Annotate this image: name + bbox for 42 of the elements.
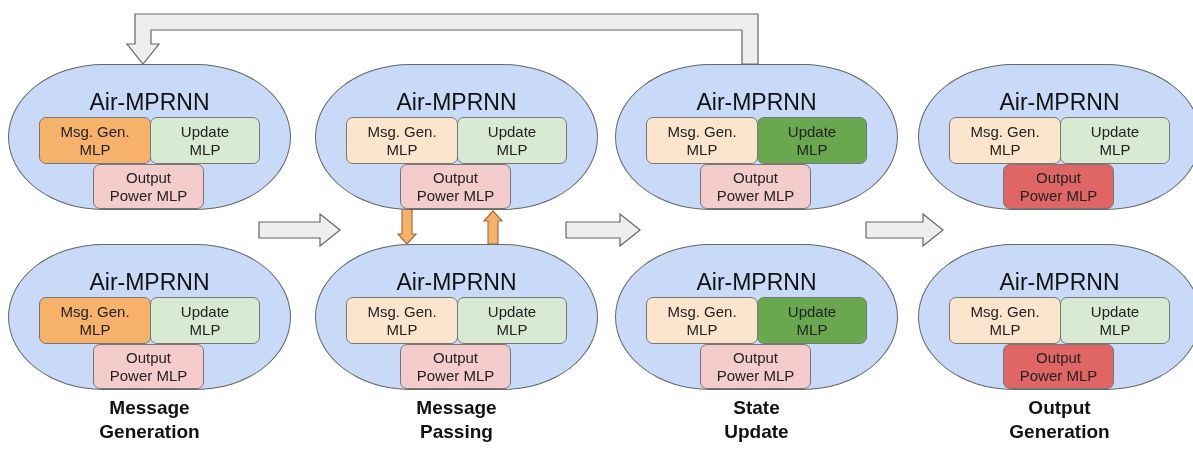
mlp-box: Update MLP <box>457 297 567 344</box>
stage-caption: Message Passing <box>415 396 498 444</box>
stage-caption: Output Generation <box>1008 396 1111 444</box>
model-title: Air-MPRNN <box>395 88 518 116</box>
model-title: Air-MPRNN <box>88 88 211 116</box>
block-arrow <box>125 13 759 65</box>
mlp-box: Update MLP <box>150 117 260 164</box>
mlp-box: Output Power MLP <box>1003 344 1114 389</box>
model-title: Air-MPRNN <box>695 88 818 116</box>
mlp-box: Msg. Gen. MLP <box>949 117 1061 164</box>
block-arrow <box>865 212 944 248</box>
model-title: Air-MPRNN <box>998 268 1121 296</box>
arrow <box>482 210 504 245</box>
model-title: Air-MPRNN <box>88 268 211 296</box>
mlp-box: Output Power MLP <box>400 344 511 389</box>
mlp-box: Update MLP <box>150 297 260 344</box>
mlp-box: Output Power MLP <box>400 164 511 209</box>
model-title: Air-MPRNN <box>395 268 518 296</box>
mlp-box: Msg. Gen. MLP <box>646 297 758 344</box>
mlp-box: Update MLP <box>457 117 567 164</box>
mlp-box: Output Power MLP <box>93 344 204 389</box>
block-arrow <box>565 212 641 248</box>
mlp-box: Msg. Gen. MLP <box>39 117 151 164</box>
mlp-box: Msg. Gen. MLP <box>949 297 1061 344</box>
mlp-box: Output Power MLP <box>93 164 204 209</box>
mlp-box: Output Power MLP <box>700 164 811 209</box>
mlp-box: Msg. Gen. MLP <box>646 117 758 164</box>
mlp-box: Msg. Gen. MLP <box>346 117 458 164</box>
block-arrow <box>258 212 341 248</box>
mlp-box: Update MLP <box>757 297 867 344</box>
mlp-box: Msg. Gen. MLP <box>346 297 458 344</box>
model-title: Air-MPRNN <box>998 88 1121 116</box>
model-title: Air-MPRNN <box>695 268 818 296</box>
arrow <box>396 207 418 245</box>
mlp-box: Output Power MLP <box>1003 164 1114 209</box>
mlp-box: Msg. Gen. MLP <box>39 297 151 344</box>
mlp-box: Update MLP <box>1060 297 1170 344</box>
mlp-box: Update MLP <box>757 117 867 164</box>
stage-caption: Message Generation <box>98 396 201 444</box>
stage-caption: State Update <box>723 396 790 444</box>
mlp-box: Update MLP <box>1060 117 1170 164</box>
mlp-box: Output Power MLP <box>700 344 811 389</box>
